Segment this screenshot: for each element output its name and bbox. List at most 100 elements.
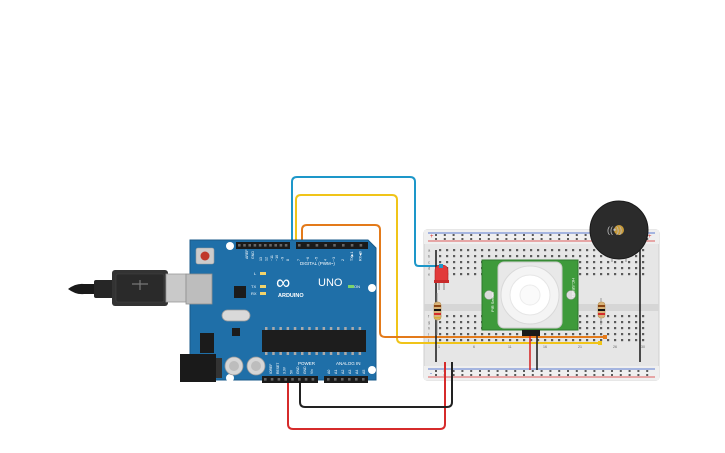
breadboard-hole[interactable] bbox=[544, 249, 547, 252]
rail-hole[interactable] bbox=[540, 374, 543, 376]
usb-cable[interactable] bbox=[68, 270, 187, 306]
header-pin[interactable] bbox=[258, 244, 262, 247]
rail-hole[interactable] bbox=[549, 238, 552, 240]
breadboard-hole[interactable] bbox=[593, 273, 596, 276]
breadboard-hole[interactable] bbox=[439, 249, 442, 252]
breadboard-hole[interactable] bbox=[621, 261, 624, 264]
rail-hole[interactable] bbox=[549, 374, 552, 376]
rail-hole[interactable] bbox=[540, 370, 543, 372]
breadboard-hole[interactable] bbox=[600, 261, 603, 264]
breadboard-hole[interactable] bbox=[523, 255, 526, 258]
breadboard-hole[interactable] bbox=[558, 339, 561, 342]
rail-hole[interactable] bbox=[584, 370, 587, 372]
header-pin[interactable] bbox=[298, 378, 301, 381]
rail-hole[interactable] bbox=[514, 238, 517, 240]
analog-header[interactable] bbox=[324, 376, 368, 383]
breadboard-hole[interactable] bbox=[551, 249, 554, 252]
rail-hole[interactable] bbox=[567, 238, 569, 240]
rail-hole[interactable] bbox=[567, 370, 569, 372]
header-pin[interactable] bbox=[264, 378, 267, 381]
reset-button[interactable] bbox=[200, 251, 210, 261]
breadboard-hole[interactable] bbox=[481, 339, 484, 342]
rail-hole[interactable] bbox=[505, 238, 508, 240]
breadboard-hole[interactable] bbox=[495, 255, 498, 258]
breadboard-hole[interactable] bbox=[586, 339, 589, 342]
breadboard-hole[interactable] bbox=[593, 255, 596, 258]
rail-hole[interactable] bbox=[531, 370, 534, 372]
rail-hole[interactable] bbox=[567, 374, 569, 376]
breadboard-hole[interactable] bbox=[530, 339, 533, 342]
breadboard-hole[interactable] bbox=[607, 261, 610, 264]
breadboard-hole[interactable] bbox=[460, 321, 463, 324]
breadboard-hole[interactable] bbox=[642, 327, 645, 330]
rail-hole[interactable] bbox=[646, 238, 649, 240]
breadboard-hole[interactable] bbox=[586, 327, 589, 330]
header-pin[interactable] bbox=[270, 378, 274, 381]
breadboard-hole[interactable] bbox=[502, 249, 505, 252]
breadboard-hole[interactable] bbox=[530, 255, 533, 258]
rail-hole[interactable] bbox=[611, 370, 613, 372]
breadboard-hole[interactable] bbox=[488, 255, 491, 258]
breadboard-hole[interactable] bbox=[628, 333, 631, 336]
breadboard-hole[interactable] bbox=[593, 327, 596, 330]
breadboard-hole[interactable] bbox=[537, 255, 540, 258]
rail-hole[interactable] bbox=[540, 238, 543, 240]
rail-hole[interactable] bbox=[567, 234, 569, 236]
header-pin[interactable] bbox=[279, 244, 283, 247]
breadboard-hole[interactable] bbox=[446, 339, 449, 342]
breadboard-hole[interactable] bbox=[523, 339, 526, 342]
rail-hole[interactable] bbox=[470, 370, 473, 372]
rail-hole[interactable] bbox=[637, 374, 640, 376]
breadboard-hole[interactable] bbox=[446, 333, 449, 336]
rail-hole[interactable] bbox=[628, 374, 631, 376]
breadboard-hole[interactable] bbox=[488, 339, 491, 342]
rail-hole[interactable] bbox=[558, 238, 561, 240]
rail-hole[interactable] bbox=[435, 374, 437, 376]
breadboard-hole[interactable] bbox=[551, 255, 554, 258]
rail-hole[interactable] bbox=[593, 374, 596, 376]
rail-hole[interactable] bbox=[435, 370, 437, 372]
pir-potentiometer[interactable] bbox=[484, 290, 494, 300]
rail-hole[interactable] bbox=[443, 234, 446, 236]
header-pin[interactable] bbox=[284, 378, 287, 381]
breadboard-hole[interactable] bbox=[460, 273, 463, 276]
breadboard-hole[interactable] bbox=[607, 333, 610, 336]
breadboard-hole[interactable] bbox=[446, 321, 449, 324]
breadboard-hole[interactable] bbox=[460, 333, 463, 336]
wires[interactable] bbox=[287, 176, 641, 430]
rail-hole[interactable] bbox=[611, 374, 613, 376]
breadboard-hole[interactable] bbox=[495, 333, 498, 336]
breadboard-hole[interactable] bbox=[495, 339, 498, 342]
rail-hole[interactable] bbox=[479, 234, 481, 236]
breadboard-hole[interactable] bbox=[579, 339, 582, 342]
header-pin[interactable] bbox=[342, 244, 345, 247]
breadboard-hole[interactable] bbox=[579, 273, 582, 276]
breadboard-hole[interactable] bbox=[467, 255, 470, 258]
breadboard-hole[interactable] bbox=[453, 315, 456, 318]
rail-hole[interactable] bbox=[487, 234, 490, 236]
breadboard-hole[interactable] bbox=[635, 255, 638, 258]
header-pin[interactable] bbox=[274, 244, 277, 247]
piezo-buzzer[interactable]: ((•)) bbox=[589, 200, 649, 262]
breadboard-hole[interactable] bbox=[572, 249, 575, 252]
rail-hole[interactable] bbox=[575, 238, 578, 240]
header-pin[interactable] bbox=[243, 244, 246, 247]
breadboard-hole[interactable] bbox=[516, 255, 519, 258]
breadboard-hole[interactable] bbox=[439, 261, 442, 264]
digital-header-high[interactable] bbox=[236, 242, 290, 249]
resistor-led[interactable] bbox=[433, 293, 442, 335]
breadboard-hole[interactable] bbox=[488, 333, 491, 336]
breadboard-hole[interactable] bbox=[439, 255, 442, 258]
breadboard-hole[interactable] bbox=[551, 339, 554, 342]
breadboard-hole[interactable] bbox=[600, 255, 603, 258]
header-pin[interactable] bbox=[333, 244, 336, 247]
breadboard-hole[interactable] bbox=[474, 273, 477, 276]
breadboard-hole[interactable] bbox=[558, 255, 561, 258]
header-pin[interactable] bbox=[359, 244, 363, 247]
rail-hole[interactable] bbox=[628, 370, 631, 372]
breadboard-hole[interactable] bbox=[474, 339, 477, 342]
breadboard-hole[interactable] bbox=[474, 267, 477, 270]
breadboard-hole[interactable] bbox=[558, 249, 561, 252]
header-pin[interactable] bbox=[362, 378, 365, 381]
